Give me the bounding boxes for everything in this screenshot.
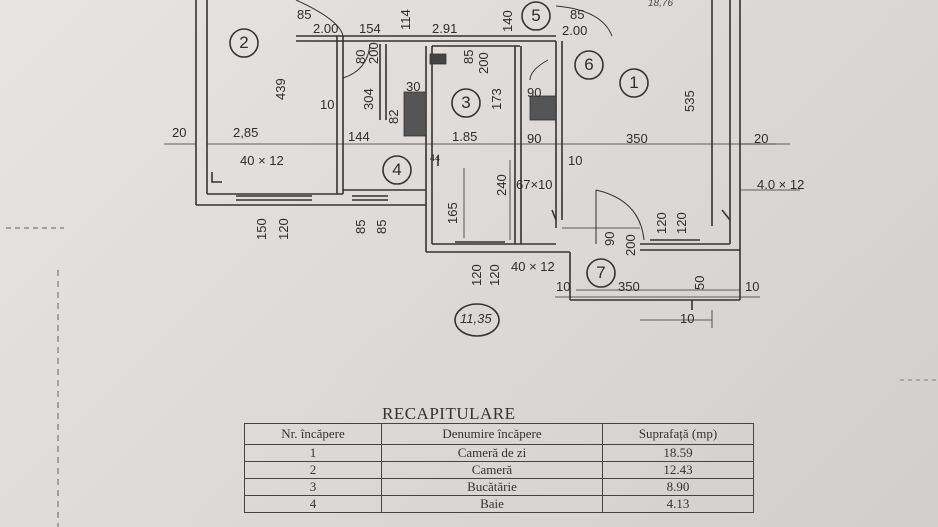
dim-label: 85 (297, 7, 312, 22)
table-row: 2 Cameră 12.43 (244, 461, 754, 479)
room-number-2: 2 (239, 33, 249, 52)
dim-label: 350 (618, 279, 640, 294)
dim-label: 2.00 (562, 23, 588, 38)
dim-label: 2,85 (233, 125, 259, 140)
dim-label: 120 (487, 264, 502, 286)
dim-label: 114 (398, 9, 413, 30)
dim-label: 200 (476, 52, 491, 74)
dim-label: 10 (320, 97, 335, 112)
dim-label: 10 (680, 311, 695, 326)
dim-label: 439 (273, 78, 288, 100)
handwritten-corner-note: 18,76 (648, 0, 674, 9)
room-area-cell: 18.59 (602, 444, 754, 462)
dim-label: 10 (745, 279, 760, 294)
dim-label: 90 (602, 231, 617, 246)
dim-label: 10 (568, 153, 583, 168)
dim-label: 150 (254, 218, 269, 240)
dim-label: 2.00 (313, 21, 339, 36)
room-number-5: 5 (531, 6, 541, 25)
dim-label: 120 (276, 218, 291, 240)
room-number-1: 1 (629, 73, 639, 92)
dim-label: 50 (692, 275, 707, 290)
dim-label: 240 (494, 174, 509, 196)
dim-label: 10 (556, 279, 571, 294)
dim-label: 82 (386, 109, 401, 124)
room-number-6: 6 (584, 55, 594, 74)
dim-label: 144 (348, 129, 370, 144)
dim-label: 165 (445, 202, 460, 224)
room-name-cell: Bucătărie (381, 478, 603, 496)
table-row: 4 Baie 4.13 (244, 495, 754, 513)
dim-label: 2.91 (432, 21, 458, 36)
dim-label: 4.0 × 12 (757, 177, 805, 192)
dim-label: 20 (172, 125, 187, 140)
room-area-cell: 4.13 (602, 495, 754, 513)
dim-label: 120 (654, 212, 669, 234)
room-number-cell: 1 (244, 444, 382, 462)
table-header-row: Nr. încăpere Denumire încăpere Suprafață… (244, 423, 754, 445)
room-name-cell: Cameră (381, 461, 603, 479)
dim-label: 40 × 12 (240, 153, 284, 168)
dim-label: 44 (430, 153, 441, 163)
dim-label: 535 (682, 90, 697, 112)
dim-label: 350 (626, 131, 648, 146)
dim-label: 154 (359, 21, 381, 36)
handwritten-area-note: 11,35 (460, 311, 492, 326)
room-number-cell: 4 (244, 495, 382, 513)
dim-label: 140 (500, 10, 515, 32)
dim-label: 85 (374, 219, 389, 234)
dim-label: 120 (674, 212, 689, 234)
recap-table: Nr. încăpere Denumire încăpere Suprafață… (244, 423, 754, 513)
dim-label: 1.85 (452, 129, 478, 144)
table-row: 1 Cameră de zi 18.59 (244, 444, 754, 462)
table-row: 3 Bucătărie 8.90 (244, 478, 754, 496)
dim-label: 304 (361, 88, 376, 110)
dim-label: 200 (623, 234, 638, 256)
header-room-name: Denumire încăpere (381, 423, 603, 445)
room-number-7: 7 (596, 263, 606, 282)
header-room-area: Suprafață (mp) (602, 423, 754, 445)
dim-label: 173 (489, 88, 504, 110)
recap-title: RECAPITULARE (382, 404, 516, 423)
room-name-cell: Cameră de zi (381, 444, 603, 462)
dim-label: 85 (570, 7, 585, 22)
room-name-cell: Baie (381, 495, 603, 513)
room-number-cell: 2 (244, 461, 382, 479)
room-area-cell: 12.43 (602, 461, 754, 479)
room-number-3: 3 (461, 93, 471, 112)
dim-label: 90 (527, 131, 542, 146)
dim-label: 85 (353, 219, 368, 234)
dim-label: 67×10 (516, 177, 553, 192)
dim-label: 85 (461, 49, 476, 64)
room-area-cell: 8.90 (602, 478, 754, 496)
dim-label: 200 (366, 42, 381, 64)
room-number-cell: 3 (244, 478, 382, 496)
dim-label: 40 × 12 (511, 259, 555, 274)
dim-label: 120 (469, 264, 484, 286)
dim-label: 30 (406, 79, 421, 94)
dim-label: 90 (527, 85, 542, 100)
dim-label: 20 (754, 131, 769, 146)
header-room-number: Nr. încăpere (244, 423, 382, 445)
room-number-4: 4 (392, 160, 402, 179)
